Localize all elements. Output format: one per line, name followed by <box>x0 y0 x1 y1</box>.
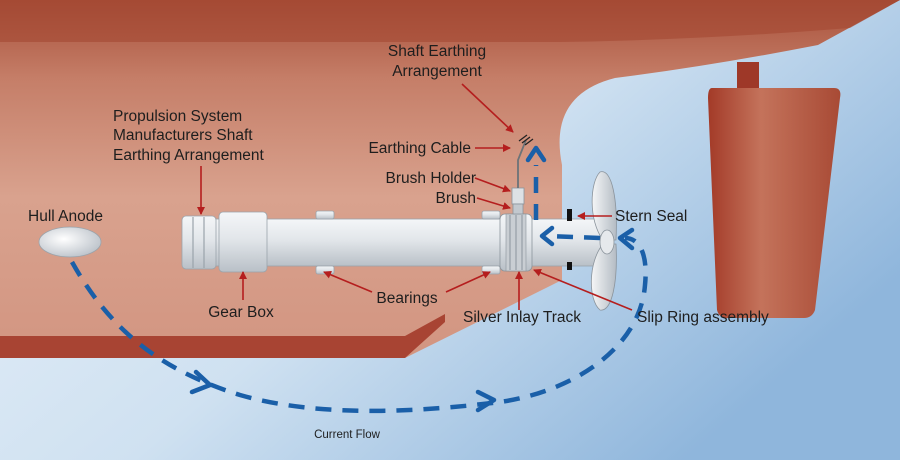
label-earthing-cable: Earthing Cable <box>368 140 471 157</box>
label-current-flow: Current Flow <box>314 429 381 441</box>
label-gear-box: Gear Box <box>208 304 274 321</box>
label-brush-holder: Brush Holder <box>386 170 476 187</box>
leader-lines <box>197 83 633 311</box>
brush-holder <box>511 187 525 205</box>
label-shaft-earthing-2: Arrangement <box>392 63 482 80</box>
hull-keel-edge <box>0 314 445 358</box>
label-brush: Brush <box>436 190 477 207</box>
label-stern-seal: Stern Seal <box>615 208 687 225</box>
propeller <box>590 171 617 311</box>
rudder <box>708 62 841 318</box>
label-propulsion-2: Manufacturers Shaft <box>113 127 253 144</box>
label-bearings: Bearings <box>376 290 437 307</box>
label-propulsion-3: Earthing Arrangement <box>113 147 264 164</box>
current-arrow-heads <box>189 145 635 413</box>
label-propulsion-1: Propulsion System <box>113 108 242 125</box>
label-hull-anode: Hull Anode <box>28 208 103 225</box>
stern-seal <box>567 209 572 221</box>
label-shaft-earthing-1: Shaft Earthing <box>388 43 486 60</box>
earthing-cable <box>517 139 527 188</box>
hull-anode <box>38 226 102 258</box>
label-silver-inlay-track: Silver Inlay Track <box>463 309 581 326</box>
stern-seal-lower <box>567 262 572 270</box>
label-slip-ring-assembly: Slip Ring assembly <box>637 309 769 326</box>
brush <box>512 203 524 215</box>
hull-top-shadow <box>0 0 900 42</box>
earth-symbol <box>518 134 534 146</box>
slip-ring <box>499 213 533 272</box>
gear-box <box>218 211 268 273</box>
current-flow-path <box>70 165 648 414</box>
